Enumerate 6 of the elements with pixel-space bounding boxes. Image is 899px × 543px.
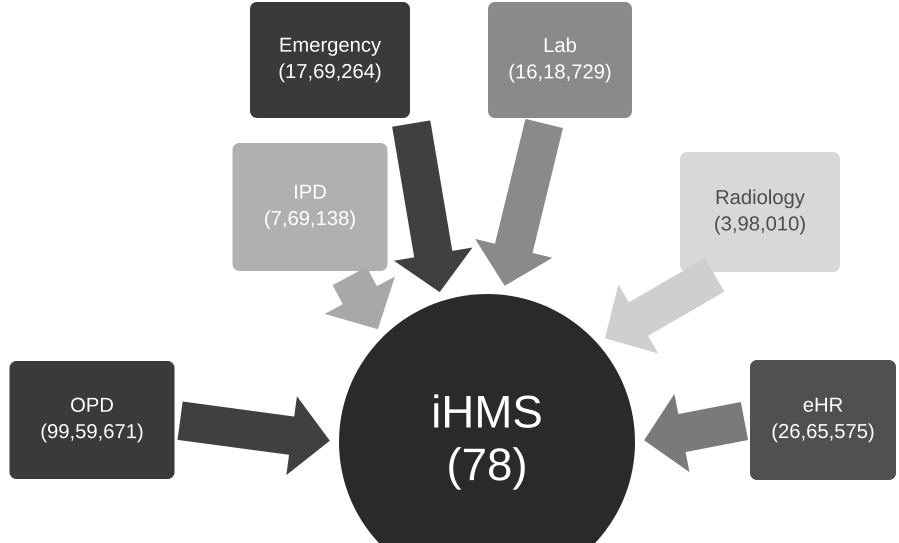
source-box: eHR (26,65,575)	[750, 360, 896, 480]
source-box: Radiology (3,98,010)	[680, 152, 840, 272]
source-box: Lab (16,18,729)	[488, 2, 632, 118]
source-box: Emergency (17,69,264)	[250, 2, 410, 118]
source-box: IPD (7,69,138)	[232, 143, 388, 271]
source-box: OPD (99,59,671)	[10, 360, 174, 479]
